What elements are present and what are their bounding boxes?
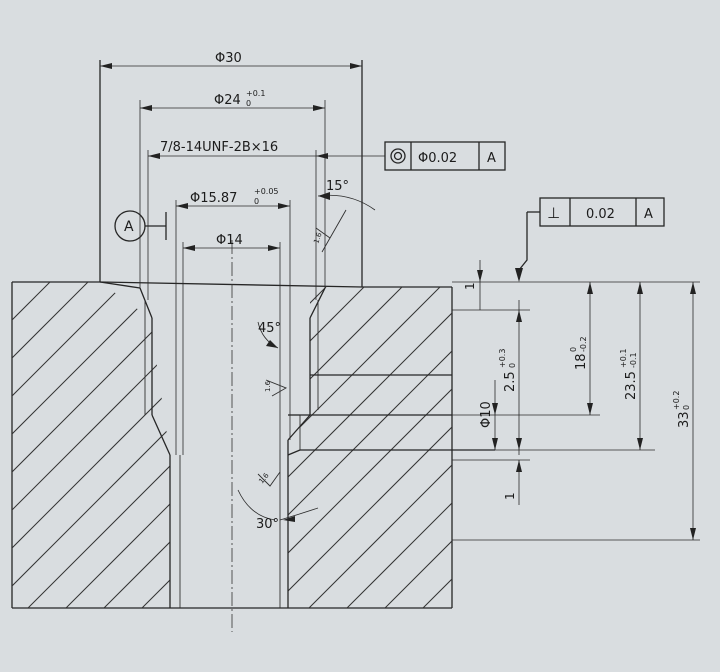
hatch-line	[288, 287, 452, 608]
hatch-line	[12, 282, 170, 608]
hatch-line	[346, 287, 452, 608]
hatch-line	[12, 282, 89, 608]
hatch-line	[12, 282, 13, 608]
hatch-line	[288, 287, 452, 608]
hatch-line	[446, 282, 720, 608]
roughness-3: 1.6	[257, 471, 271, 485]
angle-arcs	[237, 192, 376, 522]
dim-one-top: 1	[463, 282, 477, 290]
roughness-symbols	[257, 209, 347, 487]
hatch-line	[651, 287, 720, 608]
hatch-line	[308, 287, 452, 608]
hatch-line	[288, 287, 441, 608]
datum-a	[114, 210, 167, 242]
hatch-line	[288, 287, 452, 608]
dim-phi10: Φ10	[479, 401, 494, 428]
hatch-line	[65, 282, 170, 608]
dim-phi24-tol: +0.1	[246, 89, 265, 98]
datum-a-letter: A	[124, 219, 134, 235]
hatch-line	[12, 282, 170, 608]
dim-depth-235: 23.5	[624, 371, 639, 400]
hatch-line	[689, 287, 720, 608]
dimension-texts: Φ30 Φ24 +0.1 0 7/8-14UNF-2B×16 Φ15.87 +0…	[124, 51, 692, 532]
gdt-perp-value: 0.02	[586, 207, 615, 222]
dim-angle-15: 15°	[326, 179, 349, 194]
dim-angle-45: 45°	[258, 321, 281, 336]
hatch-line	[288, 287, 452, 608]
extension-lines	[139, 60, 700, 541]
dim-depth-25: 2.5	[503, 371, 518, 392]
hatch-line	[384, 287, 452, 608]
hatch-line	[12, 282, 165, 608]
bore-profile	[99, 281, 495, 608]
hatch-line	[461, 287, 720, 608]
dim-depth-33-low: 0	[682, 405, 691, 410]
gdt-concentric-datum: A	[487, 151, 496, 166]
dimension-lines	[100, 63, 696, 540]
gdt-perp-datum: A	[644, 207, 653, 222]
dim-phi14: Φ14	[216, 233, 243, 248]
hatch-line	[613, 287, 720, 608]
dim-one-bottom: 1	[503, 492, 517, 500]
part-body	[11, 60, 453, 609]
gdt-perp-symbol: ⊥	[547, 204, 560, 222]
hatch-line	[575, 287, 720, 608]
hatch-line	[294, 282, 620, 608]
dim-depth-25-tol: +0.3	[498, 349, 507, 368]
hatch-line	[422, 287, 452, 608]
hatch-line	[12, 282, 170, 608]
hatch-line	[141, 282, 170, 608]
hatch-line	[537, 287, 720, 608]
perpendicularity-frame	[515, 197, 665, 282]
hatch-line	[12, 282, 170, 608]
roughness-1: 1.6	[312, 231, 324, 245]
hatch-line	[288, 287, 403, 608]
dim-phi24: Φ24	[214, 93, 241, 108]
hatch-line	[12, 282, 51, 608]
dim-depth-18: 18	[574, 353, 589, 370]
roughness-2: 1.6	[264, 380, 272, 392]
hatch-line	[12, 282, 127, 608]
dim-depth-235-low: -0.1	[629, 352, 638, 368]
hatch-line	[499, 287, 720, 608]
dim-depth-235-tol: +0.1	[619, 349, 628, 368]
dim-phi1587: Φ15.87	[190, 191, 237, 206]
dim-thread: 7/8-14UNF-2B×16	[160, 140, 278, 155]
gdt-concentric-value: Φ0.02	[418, 151, 457, 166]
hatch-line	[180, 282, 506, 608]
dim-angle-30: 30°	[256, 517, 279, 532]
concentricity-frame	[384, 141, 506, 171]
hatch-line	[408, 282, 720, 608]
hatch-line	[103, 282, 170, 608]
dim-depth-33-tol: +0.2	[672, 391, 681, 410]
hatch-line	[256, 282, 582, 608]
dim-phi1587-low: 0	[254, 197, 259, 206]
dim-phi1587-tol: +0.05	[254, 187, 279, 196]
hatch-line	[288, 287, 289, 608]
dim-depth-18-low: -0.2	[579, 336, 588, 352]
dim-depth-33: 33	[677, 411, 692, 428]
dim-depth-25-low: 0	[508, 363, 517, 368]
hatch-line	[27, 282, 170, 608]
dim-phi24-low: 0	[246, 99, 251, 108]
section-hatching	[12, 282, 720, 608]
gdt-texts: Φ0.02 A ⊥ 0.02 A	[418, 151, 653, 222]
hatch-line	[370, 282, 696, 608]
dim-phi30: Φ30	[215, 51, 242, 66]
dim-depth-18-tol: 0	[569, 347, 578, 352]
hatch-line	[288, 287, 365, 608]
